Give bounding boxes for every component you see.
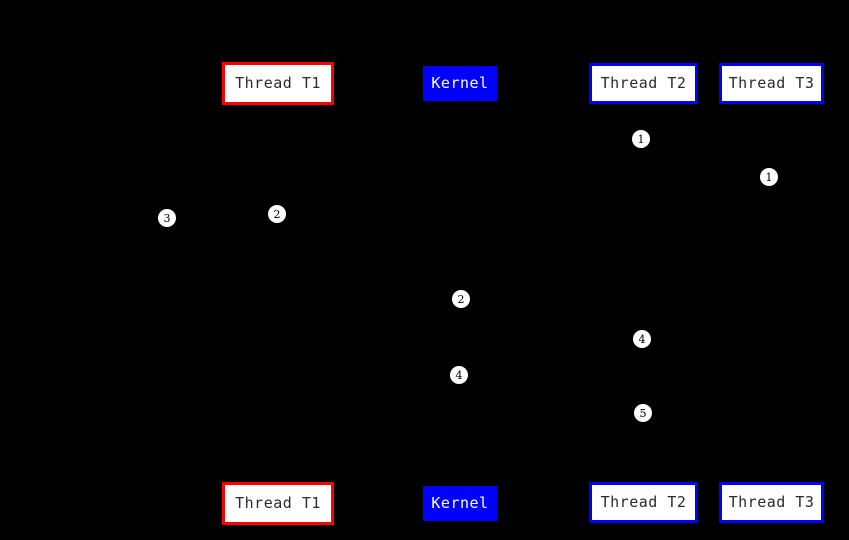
step-badge: 4 — [450, 366, 468, 384]
lifeline-t1 — [278, 105, 279, 482]
step-badge: 2 — [268, 205, 286, 223]
participant-label: Thread T1 — [235, 494, 321, 512]
participant-kernel-bottom[interactable]: Kernel — [423, 486, 497, 521]
participant-label: Thread T2 — [600, 74, 687, 92]
step-badge: 3 — [158, 209, 176, 227]
step-badge: 5 — [634, 404, 652, 422]
step-badge: 1 — [760, 168, 778, 186]
participant-label: Thread T3 — [728, 493, 815, 511]
participant-label: Kernel — [431, 494, 489, 512]
message-line — [167, 218, 278, 219]
participant-kernel-top[interactable]: Kernel — [423, 66, 497, 101]
lifeline-t2 — [643, 104, 644, 482]
participant-t1-top[interactable]: Thread T1 — [222, 62, 334, 105]
message-line — [460, 339, 643, 340]
participant-t1-bottom[interactable]: Thread T1 — [222, 482, 334, 525]
step-badge: 2 — [452, 290, 470, 308]
participant-label: Kernel — [431, 74, 489, 92]
participant-t3-top[interactable]: Thread T3 — [719, 63, 824, 104]
step-badge: 1 — [632, 130, 650, 148]
lifeline-t3 — [771, 104, 772, 482]
participant-t3-bottom[interactable]: Thread T3 — [719, 482, 824, 523]
participant-label: Thread T1 — [235, 74, 321, 92]
participant-t2-top[interactable]: Thread T2 — [589, 63, 698, 104]
step-badge: 4 — [633, 330, 651, 348]
participant-label: Thread T3 — [728, 74, 815, 92]
message-line — [278, 299, 460, 300]
participant-label: Thread T2 — [600, 493, 687, 511]
participant-t2-bottom[interactable]: Thread T2 — [589, 482, 698, 523]
